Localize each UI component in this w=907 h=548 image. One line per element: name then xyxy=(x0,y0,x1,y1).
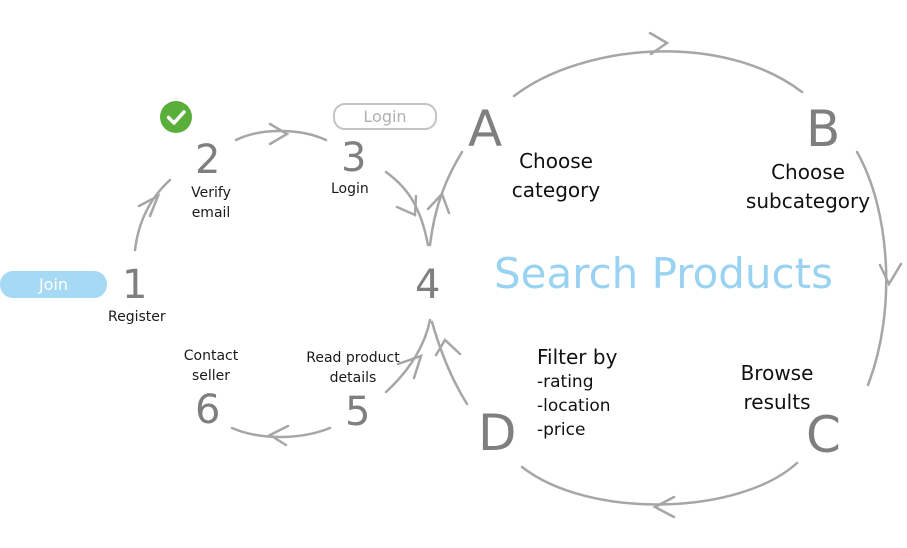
join-button[interactable]: Join xyxy=(0,271,107,298)
step-a-letter: A xyxy=(468,100,503,158)
step-6-label: Contact seller xyxy=(180,346,242,386)
step-1-label: Register xyxy=(108,309,166,325)
arc-a-to-4 xyxy=(428,150,464,247)
arrowhead-a-b xyxy=(648,31,670,56)
step-1-number: 1 xyxy=(122,262,148,308)
arc-a-to-b xyxy=(512,50,804,98)
step-a-label-line-2: category xyxy=(511,178,601,202)
check-circle-icon xyxy=(160,101,192,133)
arc-b-to-c xyxy=(855,150,888,387)
arrowhead-b-c xyxy=(878,262,903,287)
step-3-number: 3 xyxy=(341,135,367,181)
arrowhead-5-6 xyxy=(267,424,290,447)
step-b-label-line-2: subcategory xyxy=(745,189,871,213)
step-d-letter: D xyxy=(478,404,517,462)
step-2-label-line-2: email xyxy=(191,205,231,221)
step-2-number: 2 xyxy=(195,137,221,183)
step-6-label-line-2: seller xyxy=(191,368,231,384)
step-3-label: Login xyxy=(331,181,369,197)
step-5-label: Read product details xyxy=(303,348,403,388)
step-d-filter-list: Filter by -rating -location -price xyxy=(537,344,617,442)
step-b-label-line-1: Choose xyxy=(771,160,845,184)
filter-title: Filter by xyxy=(537,345,618,369)
arrowhead-3-4 xyxy=(395,194,418,217)
step-5-label-line-1: Read product xyxy=(306,350,400,366)
filter-item-location: -location xyxy=(537,396,611,416)
step-a-label-line-1: Choose xyxy=(519,149,593,173)
filter-item-rating: -rating xyxy=(537,372,594,392)
step-a-label: Choose category xyxy=(507,147,605,205)
step-c-label: Browse results xyxy=(732,359,822,417)
step-2-label-line-1: Verify xyxy=(191,185,231,201)
arrowhead-4-5 xyxy=(396,353,423,380)
step-5-label-line-2: details xyxy=(329,370,377,386)
step-2-label: Verify email xyxy=(187,183,235,223)
arc-c-to-d xyxy=(520,461,799,506)
arrowhead-4-d xyxy=(434,338,462,357)
step-4-number: 4 xyxy=(415,262,441,308)
arc-3-to-4 xyxy=(384,170,430,247)
arrowhead-2-3 xyxy=(268,122,290,146)
arc-5-to-6 xyxy=(230,426,332,439)
step-c-label-line-2: results xyxy=(743,390,811,414)
step-b-letter: B xyxy=(806,100,841,158)
arrowhead-a-4 xyxy=(426,191,451,215)
arc-1-to-2 xyxy=(133,178,172,252)
arrowhead-1-2 xyxy=(137,193,161,218)
step-5-number: 5 xyxy=(345,389,371,435)
arrowhead-c-d xyxy=(652,495,676,519)
step-6-label-line-1: Contact xyxy=(183,348,239,364)
step-c-letter: C xyxy=(806,406,841,464)
step-b-label: Choose subcategory xyxy=(743,158,873,216)
diagram-title: Search Products xyxy=(494,249,833,298)
login-button[interactable]: Login xyxy=(333,103,437,130)
filter-item-price: -price xyxy=(537,420,586,440)
step-c-label-line-1: Browse xyxy=(740,361,814,385)
step-6-number: 6 xyxy=(195,387,221,433)
arc-4-to-d xyxy=(430,320,469,406)
